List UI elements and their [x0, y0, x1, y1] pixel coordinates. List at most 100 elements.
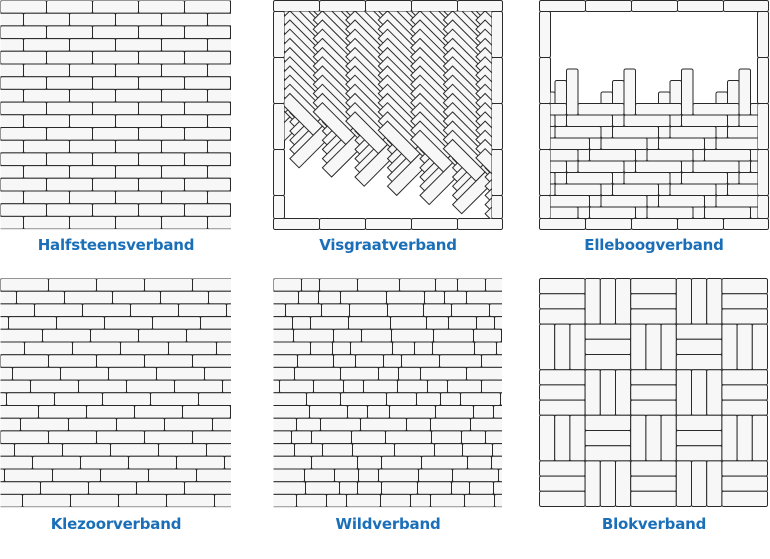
brick: [23, 165, 70, 179]
brick: [615, 460, 632, 507]
brick: [138, 203, 185, 217]
wild-pattern: [273, 278, 502, 508]
brick: [421, 455, 468, 470]
brick: [138, 127, 185, 141]
brick: [294, 366, 341, 381]
brick: [457, 218, 503, 230]
brick: [164, 417, 213, 432]
brick: [757, 195, 769, 219]
brick: [46, 101, 93, 116]
brick: [539, 0, 586, 12]
brick: [645, 323, 662, 371]
brick: [721, 293, 768, 310]
brick: [485, 430, 502, 445]
brick: [115, 38, 162, 52]
brick: [144, 354, 193, 368]
brick: [675, 369, 693, 416]
brick: [161, 139, 208, 154]
brick: [168, 341, 217, 356]
brick: [207, 88, 231, 103]
brick: [398, 366, 421, 381]
brick: [484, 197, 492, 212]
pattern-label-klezoor: Klezoorverband: [50, 515, 182, 533]
wild-panel: [273, 278, 503, 508]
brick: [612, 126, 659, 139]
brick: [161, 63, 208, 78]
brick: [291, 430, 312, 445]
brick: [0, 63, 24, 78]
brick: [273, 481, 306, 495]
brick: [584, 445, 632, 462]
brick: [230, 127, 231, 141]
brick: [0, 278, 49, 292]
brick: [584, 338, 632, 355]
brick: [0, 0, 47, 14]
brick: [273, 493, 297, 508]
brick: [207, 190, 231, 205]
brick: [0, 379, 31, 394]
visgraat-pattern: [273, 0, 503, 230]
brick: [176, 455, 225, 470]
brick: [192, 430, 231, 445]
brick: [340, 366, 379, 381]
brick: [115, 215, 162, 230]
brick: [600, 137, 648, 150]
brick: [296, 493, 327, 508]
brick: [224, 455, 231, 470]
brick: [361, 328, 392, 343]
brick: [0, 50, 47, 65]
brick: [69, 12, 116, 27]
brick: [0, 290, 17, 305]
brick: [481, 379, 502, 394]
brick: [334, 468, 359, 483]
brick: [0, 443, 15, 457]
brick: [615, 278, 632, 325]
brick: [491, 149, 503, 196]
brick: [348, 316, 391, 330]
brick: [491, 11, 503, 58]
brick: [207, 139, 231, 154]
brick: [118, 493, 167, 508]
brick: [115, 12, 162, 27]
brick: [0, 25, 47, 40]
brick: [401, 354, 440, 368]
brick: [675, 278, 693, 325]
brick: [198, 392, 231, 406]
brick: [358, 468, 379, 483]
brick: [182, 405, 231, 419]
brick: [539, 11, 551, 58]
brick: [96, 430, 145, 445]
brick: [675, 460, 693, 507]
brick: [738, 68, 751, 116]
brick: [631, 0, 678, 12]
brick: [691, 278, 708, 325]
brick: [92, 127, 139, 141]
brick: [273, 290, 299, 305]
brick: [62, 443, 111, 457]
brick: [273, 430, 292, 445]
brick: [494, 316, 502, 330]
brick: [161, 12, 208, 27]
brick: [630, 490, 677, 508]
brick: [319, 0, 366, 12]
brick: [484, 179, 492, 194]
brick: [161, 114, 208, 129]
brick: [484, 188, 492, 203]
brick: [367, 405, 390, 419]
brick: [284, 110, 291, 124]
brick: [554, 126, 602, 139]
brick: [691, 369, 708, 416]
brick: [184, 101, 231, 116]
visgraat-panel: [273, 0, 503, 230]
brick: [339, 481, 358, 495]
brick: [30, 379, 79, 394]
brick: [584, 414, 632, 432]
brick: [492, 443, 502, 457]
brick: [161, 165, 208, 179]
brick: [635, 160, 682, 173]
brick: [430, 417, 471, 432]
brick: [357, 481, 382, 495]
brick: [273, 405, 310, 419]
brick: [112, 290, 161, 305]
brick: [64, 290, 113, 305]
